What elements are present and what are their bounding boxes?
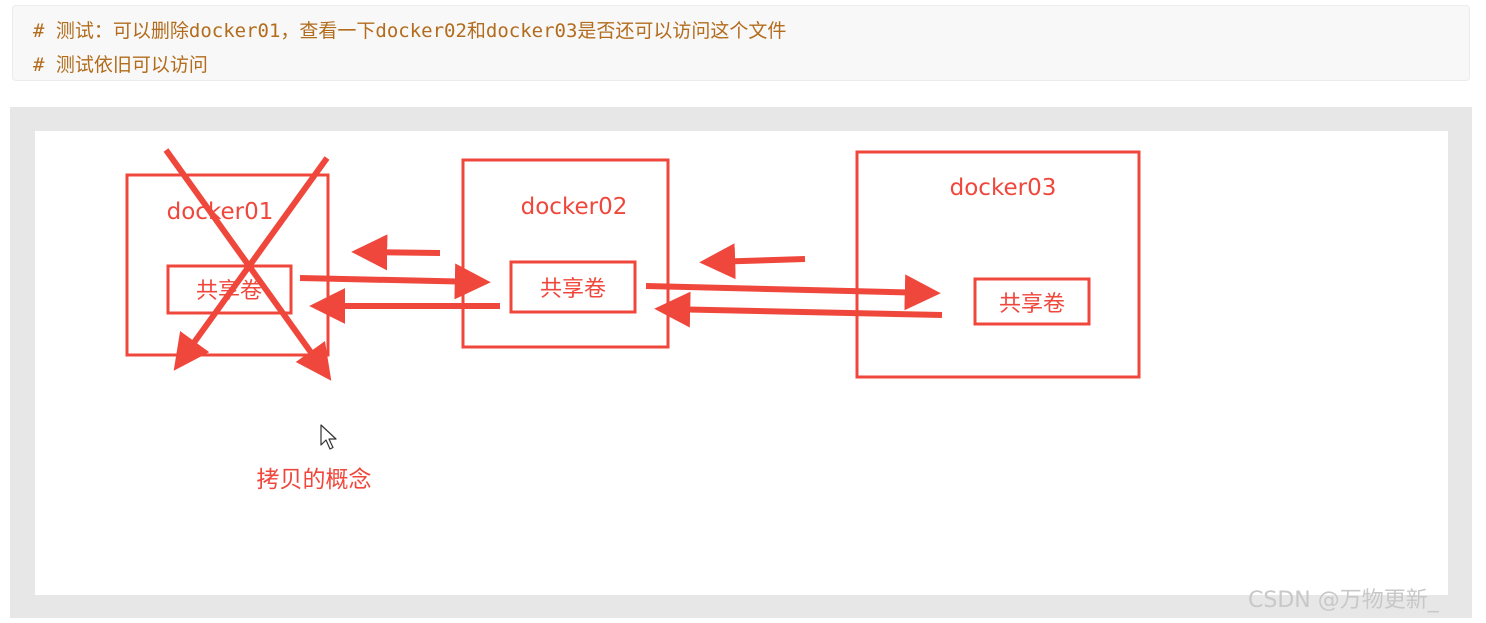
volume-label-docker03: 共享卷: [999, 292, 1065, 317]
volume-label-docker02: 共享卷: [540, 277, 606, 302]
arrow-docker01-to-docker02: [299, 263, 491, 300]
container-label-docker03: docker03: [950, 175, 1057, 201]
diagram-canvas: [35, 131, 1448, 595]
container-box-docker02: [461, 158, 670, 349]
code-block: # 测试：可以删除docker01，查看一下docker02和docker03是…: [12, 5, 1470, 81]
mouse-cursor-icon: [320, 424, 337, 450]
volume-box-docker02: [509, 260, 637, 314]
cross-out-stroke-2: [173, 156, 330, 371]
arrow-short-left-1: [351, 234, 441, 271]
container-label-docker02: docker02: [521, 194, 628, 220]
copy-concept-note: 拷贝的概念: [257, 467, 372, 493]
code-comment-line-2: # 测试依旧可以访问: [33, 54, 208, 76]
volume-box-docker03: [973, 277, 1091, 326]
arrow-docker03-to-docker02: [654, 291, 943, 328]
container-box-docker01: [125, 173, 330, 357]
volume-box-docker01: [166, 264, 293, 315]
arrow-docker02-to-docker03: [645, 274, 941, 311]
cross-out-stroke-1: [163, 148, 332, 381]
arrow-short-left-2: [699, 243, 806, 280]
code-comment-line-1: # 测试：可以删除docker01，查看一下docker02和docker03是…: [33, 20, 787, 42]
container-box-docker03: [855, 150, 1141, 379]
csdn-watermark: CSDN @万物更新_: [1248, 588, 1439, 613]
